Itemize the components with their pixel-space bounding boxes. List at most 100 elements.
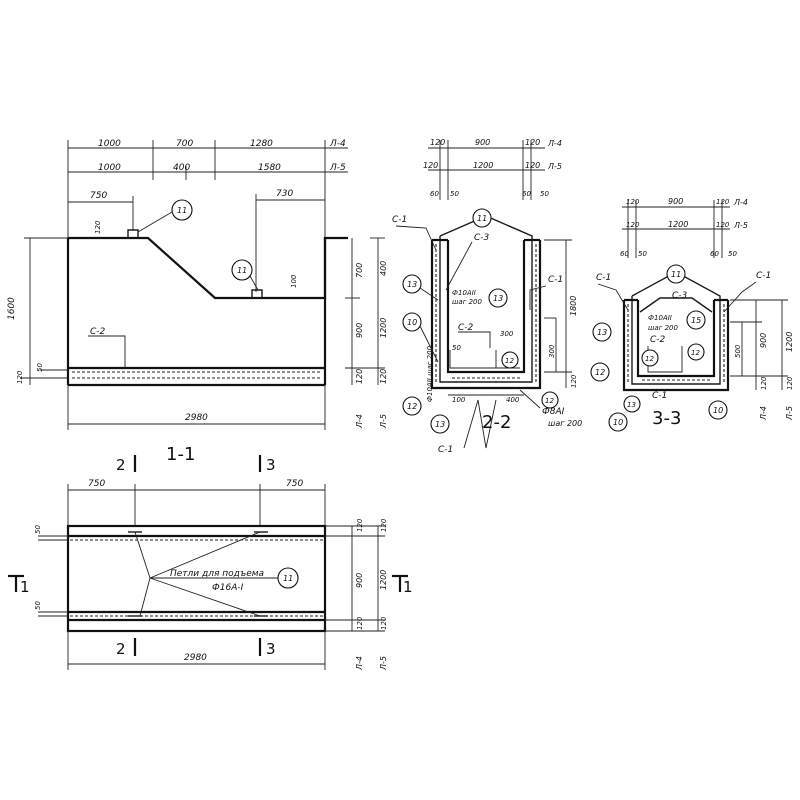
dim-120-b: 120	[716, 198, 730, 206]
label-c3: С-3	[672, 291, 688, 301]
callout-13-a: 13	[407, 280, 417, 289]
label-c2: С-2	[650, 335, 666, 345]
dim-1000-l4: 1000	[98, 139, 121, 149]
label-l5: Л-5	[733, 221, 748, 230]
section-title-1-1: 1-1	[166, 444, 195, 465]
dim-1200-v: 1200	[785, 332, 794, 352]
dim-100: 100	[452, 396, 466, 404]
dim-2980: 2980	[185, 413, 208, 423]
rebar2: Ф8АI	[542, 407, 565, 417]
dim-500: 500	[734, 344, 742, 358]
section-title-2-2: 2-2	[482, 412, 511, 433]
section-mark-1-right: 1	[403, 578, 413, 596]
dim-300-v: 300	[548, 344, 556, 358]
dim-120-r3: 120	[380, 518, 388, 532]
rebar: Ф10АII	[648, 314, 672, 322]
callout-11: 11	[477, 214, 487, 223]
label-l5: Л-5	[547, 162, 562, 171]
rebar-step: шаг 200	[648, 324, 679, 332]
section-title-3-3: 3-3	[652, 408, 681, 429]
dim-2980: 2980	[184, 653, 207, 663]
dim-50-l: 50	[450, 190, 459, 198]
dim-50-left: 50	[36, 363, 44, 372]
callout-11: 11	[283, 574, 293, 583]
dim-100-loop: 100	[290, 274, 298, 288]
label-l5-top: Л-5	[329, 163, 346, 173]
dim-750-a: 750	[88, 479, 105, 489]
callout-15: 15	[691, 316, 701, 325]
callout-10-a: 10	[407, 318, 417, 327]
section-2-2: 120 900 120 Л-4 120 1200 120 Л-5 60 50 6…	[392, 138, 628, 455]
dim-60-r: 60	[522, 190, 531, 198]
dim-120-a: 120	[430, 138, 445, 147]
callout-12-a: 12	[407, 402, 417, 411]
dim-120-c: 120	[626, 221, 640, 229]
label-c2: С-2	[90, 327, 106, 337]
dim-700-l4: 700	[176, 139, 193, 149]
label-c1-a: С-1	[596, 273, 611, 283]
callout-12-c: 12	[691, 349, 700, 357]
section-mark-3-bottom: 3	[266, 640, 276, 658]
dim-1800: 1800	[569, 296, 578, 316]
dim-50-l: 50	[638, 250, 647, 258]
dim-120-r1: 120	[356, 518, 364, 532]
dim-750: 750	[90, 191, 107, 201]
dim-60-r: 60	[710, 250, 719, 258]
section-mark-1-left: 1	[20, 578, 30, 596]
dim-120-a: 120	[626, 198, 640, 206]
dim-120-v: 120	[570, 374, 578, 388]
label-l4: Л-4	[733, 198, 748, 207]
dim-1200: 1200	[473, 161, 493, 170]
callout-12-b: 12	[505, 357, 514, 365]
dim-900-r: 900	[355, 573, 364, 588]
dim-1200-r: 1200	[379, 570, 388, 590]
dim-50-r: 50	[540, 190, 549, 198]
callout-13-c: 13	[435, 420, 445, 429]
dim-900: 900	[475, 138, 490, 147]
dim-400: 400	[506, 396, 520, 404]
section-3-3: 120 900 120 Л-4 120 1200 120 Л-5 60 50 6…	[590, 197, 794, 429]
dim-120-r4: 120	[380, 616, 388, 630]
label-l5: Л-5	[379, 656, 388, 671]
dim-400-right: 400	[379, 261, 388, 276]
section-mark-3-top: 3	[266, 456, 276, 474]
loops-label: Петли для подъема	[170, 569, 264, 579]
dim-120-right-l4: 120	[355, 369, 364, 384]
dim-120-c: 120	[423, 161, 438, 170]
callout-12-a: 12	[595, 368, 605, 377]
callout-12-c: 12	[545, 397, 554, 405]
callout-12-b: 12	[645, 355, 654, 363]
dim-120-loop: 120	[94, 220, 102, 234]
label-c3: С-3	[474, 233, 490, 243]
dim-900-v: 900	[759, 333, 768, 348]
dim-50-in: 50	[452, 344, 461, 352]
dim-120-b: 120	[525, 138, 540, 147]
callout-13-b: 13	[493, 294, 503, 303]
dim-1580-l5: 1580	[258, 163, 281, 173]
dim-60-l: 60	[430, 190, 439, 198]
label-c1-bottom: С-1	[438, 445, 453, 455]
callout-13-b: 13	[627, 401, 636, 409]
dim-120-right-l5: 120	[379, 369, 388, 384]
dim-700-right: 700	[355, 263, 364, 278]
label-l4: Л-4	[355, 656, 364, 671]
callout-11: 11	[671, 270, 681, 279]
label-l4: Л-4	[547, 139, 562, 148]
label-c1-a: С-1	[392, 215, 407, 225]
rebar1-step: шаг 200	[452, 298, 483, 306]
dim-120-v-a: 120	[760, 376, 768, 390]
dim-120-d: 120	[716, 221, 730, 229]
dim-60-l: 60	[620, 250, 629, 258]
dim-750-b: 750	[286, 479, 303, 489]
label-c1-bottom: С-1	[652, 391, 667, 401]
dim-900: 900	[668, 197, 683, 206]
label-l4-side: Л-4	[759, 406, 768, 421]
loops-spec: Ф16А-I	[212, 583, 244, 593]
callout-13-a: 13	[597, 328, 607, 337]
dim-300: 300	[500, 330, 514, 338]
dim-50-r: 50	[728, 250, 737, 258]
section-1-1: 1000 700 1280 Л-4 1000 400 1580 Л-5 750 …	[7, 139, 388, 465]
label-l4-top: Л-4	[329, 139, 346, 149]
dim-1000-l5: 1000	[98, 163, 121, 173]
label-l5-side: Л-5	[785, 406, 794, 421]
